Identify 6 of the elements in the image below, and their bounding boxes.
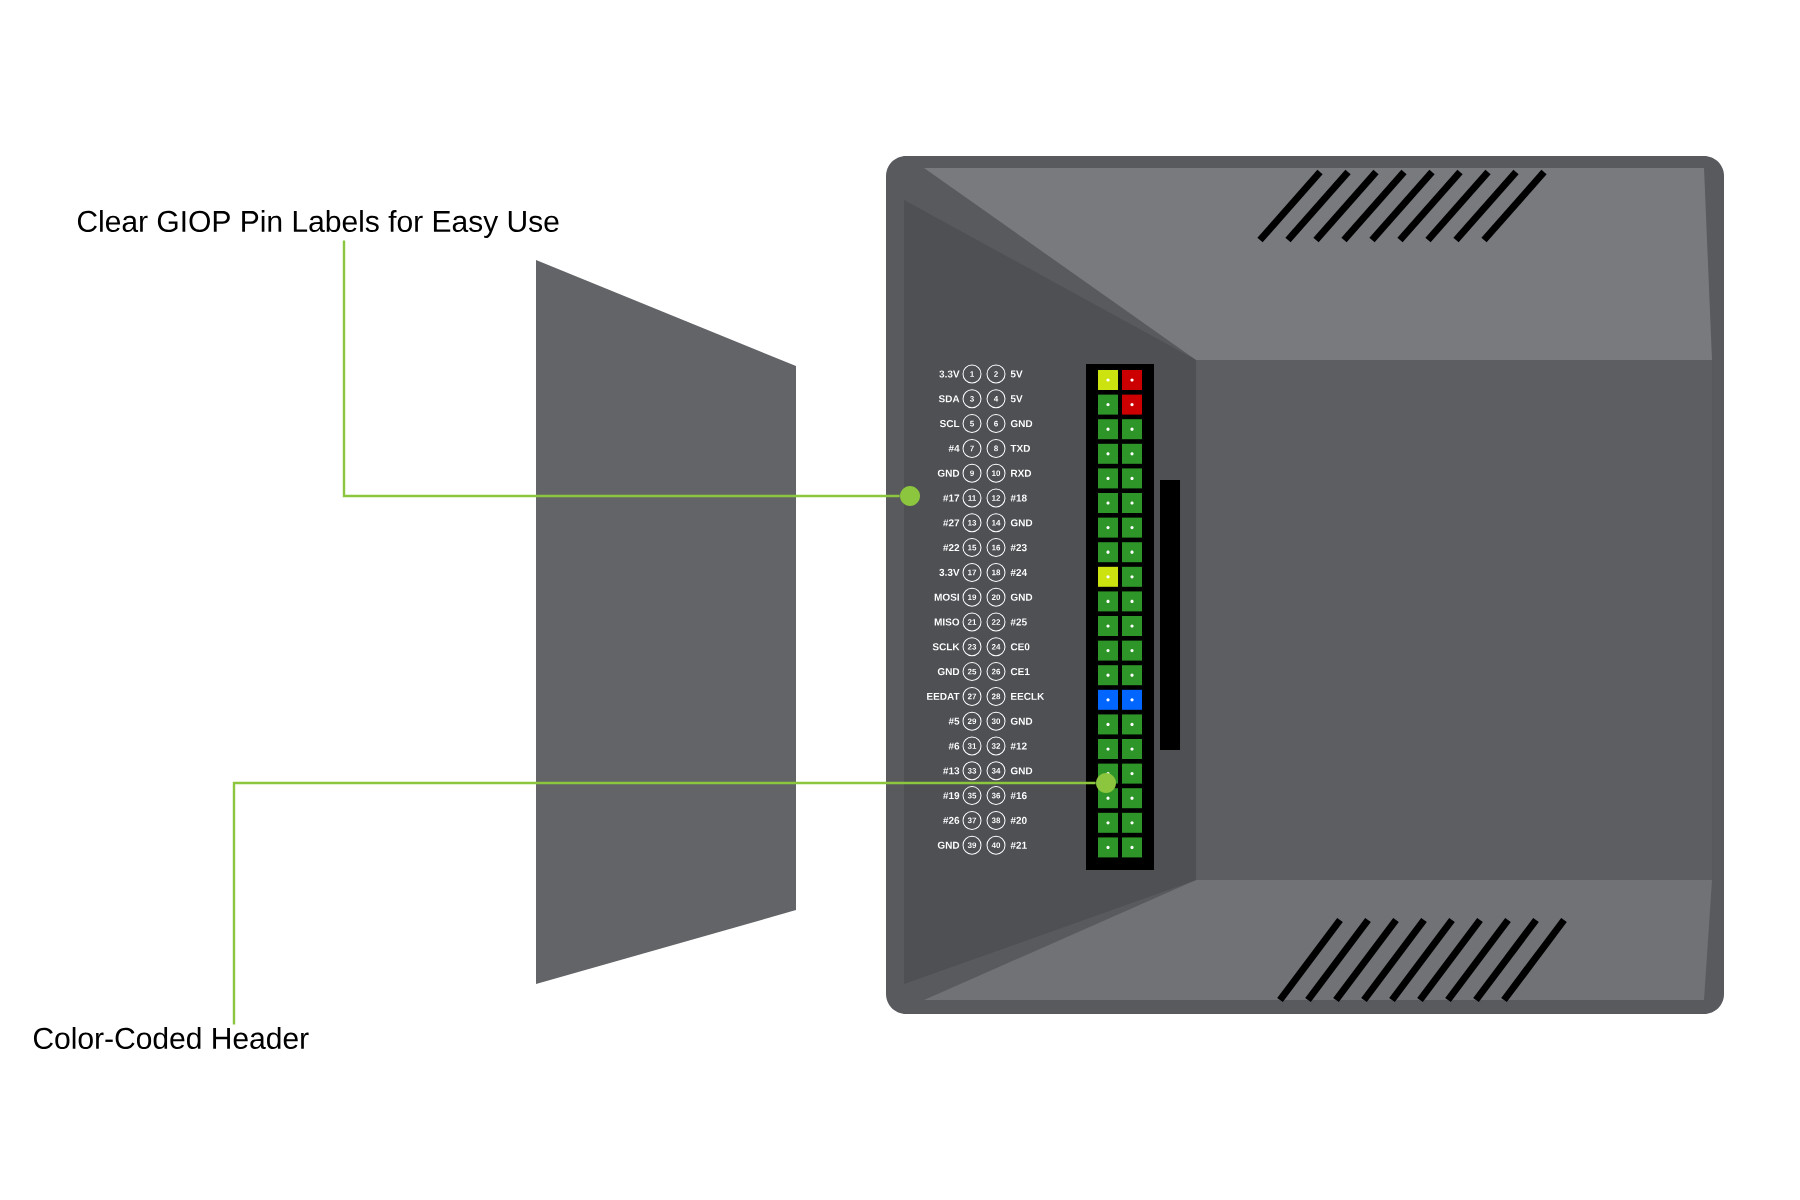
leader-line (232, 781, 1096, 1025)
marker-dot (900, 486, 920, 506)
callout-text: Color-Coded Header (33, 1027, 309, 1049)
marker-dot (1096, 773, 1116, 793)
leader-line (342, 240, 900, 498)
callout-text: Clear GIOP Pin Labels for Easy Use (77, 210, 559, 238)
